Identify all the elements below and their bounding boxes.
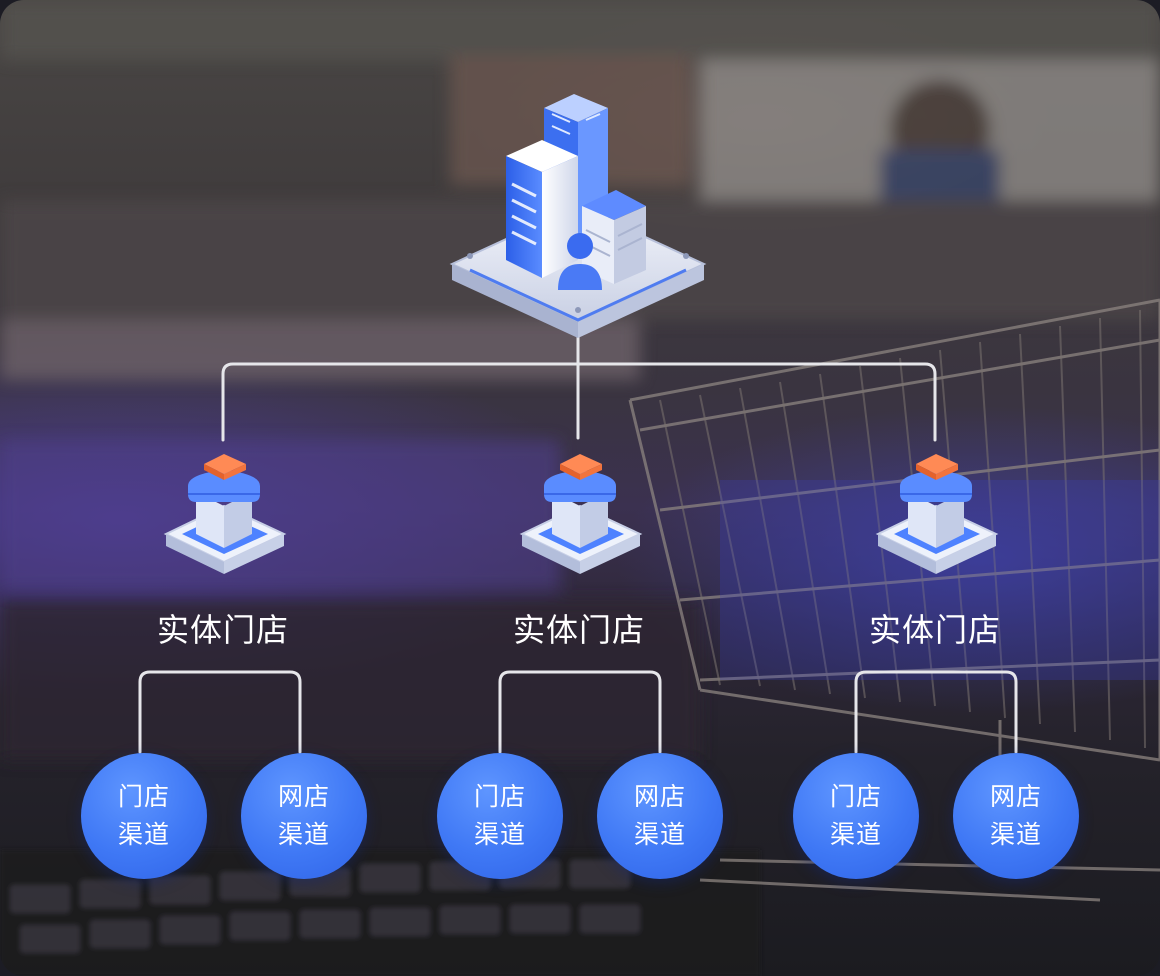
storefront-icon <box>519 454 643 574</box>
store-1-branch <box>138 670 302 754</box>
channel-node-online: 网店 渠道 <box>597 753 723 879</box>
storefront-icon <box>875 454 999 574</box>
store-3-branch <box>854 670 1018 754</box>
channel-label-line2: 渠道 <box>829 820 882 849</box>
channel-node-offline: 门店 渠道 <box>793 753 919 879</box>
channel-label-line2: 渠道 <box>989 820 1042 849</box>
channel-label-line2: 渠道 <box>277 820 330 849</box>
channel-node-online: 网店 渠道 <box>953 753 1079 879</box>
channel-label-line1: 网店 <box>989 782 1042 811</box>
store-label: 实体门店 <box>156 611 289 649</box>
city-building-server-icon <box>449 94 707 338</box>
root-branch <box>221 362 937 442</box>
channel-label-line2: 渠道 <box>117 820 170 849</box>
storefront-icon <box>163 454 287 574</box>
channel-label-line1: 门店 <box>117 782 170 811</box>
store-label: 实体门店 <box>868 611 1001 649</box>
channel-label-line1: 网店 <box>277 782 330 811</box>
channel-label-line2: 渠道 <box>633 820 686 849</box>
store-2-branch <box>498 670 662 754</box>
channel-node-online: 网店 渠道 <box>241 753 367 879</box>
channel-node-offline: 门店 渠道 <box>437 753 563 879</box>
store-label: 实体门店 <box>512 611 645 649</box>
channel-label-line1: 网店 <box>633 782 686 811</box>
channel-node-offline: 门店 渠道 <box>81 753 207 879</box>
channel-label-line2: 渠道 <box>473 820 526 849</box>
channel-label-line1: 门店 <box>829 782 882 811</box>
channel-label-line1: 门店 <box>473 782 526 811</box>
